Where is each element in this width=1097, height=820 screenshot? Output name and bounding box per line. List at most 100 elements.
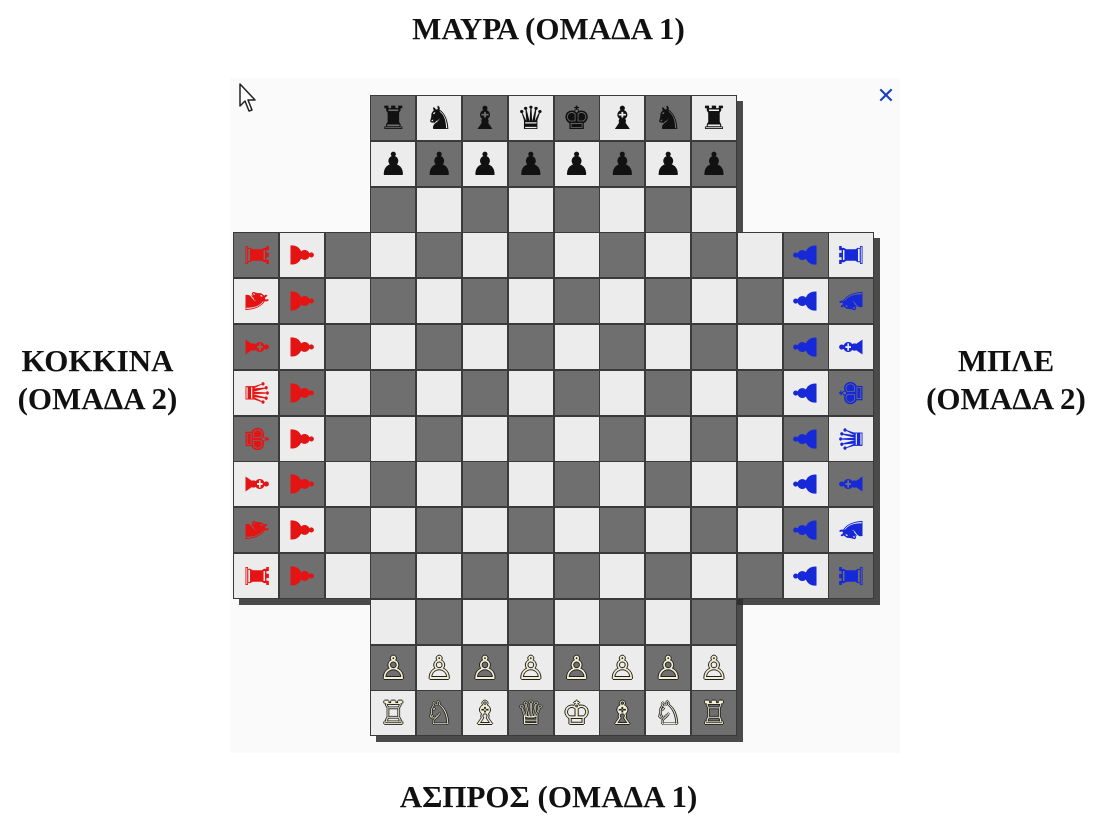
board-square[interactable] xyxy=(737,278,783,324)
board-square[interactable] xyxy=(325,416,371,462)
board-square[interactable] xyxy=(508,416,554,462)
board-square[interactable] xyxy=(416,416,462,462)
board-square[interactable] xyxy=(462,507,508,553)
blue-queen-piece[interactable]: ♛ xyxy=(835,424,867,453)
white-bishop-piece[interactable]: ♗ xyxy=(471,697,500,729)
board-square[interactable] xyxy=(416,507,462,553)
board-square[interactable]: ♚ xyxy=(233,416,279,462)
board-square[interactable] xyxy=(416,461,462,507)
blue-knight-piece[interactable]: ♞ xyxy=(835,516,867,545)
board-square[interactable] xyxy=(737,461,783,507)
white-pawn-piece[interactable]: ♙ xyxy=(608,652,637,684)
board-square[interactable]: ♟ xyxy=(783,461,829,507)
board-square[interactable] xyxy=(599,278,645,324)
board-square[interactable] xyxy=(554,553,600,599)
board-square[interactable]: ♚ xyxy=(554,95,600,141)
board-square[interactable] xyxy=(462,187,508,233)
board-square[interactable]: ♟ xyxy=(783,278,829,324)
black-bishop-piece[interactable]: ♝ xyxy=(608,102,637,134)
blue-pawn-piece[interactable]: ♟ xyxy=(790,241,822,270)
blue-bishop-piece[interactable]: ♝ xyxy=(835,333,867,362)
board-square[interactable] xyxy=(325,553,371,599)
white-pawn-piece[interactable]: ♙ xyxy=(471,652,500,684)
board-square[interactable] xyxy=(370,599,416,645)
red-pawn-piece[interactable]: ♟ xyxy=(286,470,318,499)
board-square[interactable] xyxy=(599,507,645,553)
board-square[interactable]: ♟ xyxy=(599,141,645,187)
board-square[interactable] xyxy=(370,187,416,233)
board-square[interactable]: ♗ xyxy=(462,690,508,736)
board-square[interactable] xyxy=(645,278,691,324)
board-square[interactable]: ♝ xyxy=(462,95,508,141)
black-pawn-piece[interactable]: ♟ xyxy=(608,148,637,180)
board-square[interactable] xyxy=(416,370,462,416)
board-square[interactable] xyxy=(508,370,554,416)
blue-pawn-piece[interactable]: ♟ xyxy=(790,333,822,362)
board-square[interactable] xyxy=(508,599,554,645)
board-square[interactable]: ♙ xyxy=(462,645,508,691)
board-square[interactable] xyxy=(599,599,645,645)
board-square[interactable] xyxy=(599,187,645,233)
white-pawn-piece[interactable]: ♙ xyxy=(425,652,454,684)
black-king-piece[interactable]: ♚ xyxy=(562,102,591,134)
board-square[interactable]: ♛ xyxy=(233,370,279,416)
red-pawn-piece[interactable]: ♟ xyxy=(286,424,318,453)
board-square[interactable]: ♝ xyxy=(599,95,645,141)
board-square[interactable]: ♚ xyxy=(828,370,874,416)
board-square[interactable] xyxy=(645,232,691,278)
board-square[interactable]: ♟ xyxy=(783,553,829,599)
black-pawn-piece[interactable]: ♟ xyxy=(471,148,500,180)
red-pawn-piece[interactable]: ♟ xyxy=(286,378,318,407)
white-pawn-piece[interactable]: ♙ xyxy=(654,652,683,684)
board-square[interactable]: ♞ xyxy=(645,95,691,141)
board-square[interactable] xyxy=(416,324,462,370)
board-square[interactable]: ♕ xyxy=(508,690,554,736)
board-square[interactable] xyxy=(645,370,691,416)
board-square[interactable] xyxy=(325,232,371,278)
black-pawn-piece[interactable]: ♟ xyxy=(562,148,591,180)
board-square[interactable]: ♝ xyxy=(233,461,279,507)
board-square[interactable] xyxy=(691,370,737,416)
black-bishop-piece[interactable]: ♝ xyxy=(471,102,500,134)
board-square[interactable] xyxy=(370,278,416,324)
board-square[interactable]: ♜ xyxy=(370,95,416,141)
red-bishop-piece[interactable]: ♝ xyxy=(240,333,272,362)
black-queen-piece[interactable]: ♛ xyxy=(516,102,545,134)
board-square[interactable] xyxy=(691,232,737,278)
board-square[interactable] xyxy=(645,553,691,599)
blue-knight-piece[interactable]: ♞ xyxy=(835,287,867,316)
board-square[interactable] xyxy=(370,507,416,553)
black-pawn-piece[interactable]: ♟ xyxy=(654,148,683,180)
board-square[interactable]: ♟ xyxy=(279,324,325,370)
board-square[interactable]: ♟ xyxy=(783,324,829,370)
board-square[interactable]: ♟ xyxy=(370,141,416,187)
blue-rook-piece[interactable]: ♜ xyxy=(835,562,867,591)
blue-pawn-piece[interactable]: ♟ xyxy=(790,516,822,545)
board-square[interactable]: ♝ xyxy=(233,324,279,370)
board-square[interactable] xyxy=(645,599,691,645)
board-square[interactable] xyxy=(554,507,600,553)
board-square[interactable] xyxy=(599,232,645,278)
board-square[interactable] xyxy=(599,370,645,416)
board-square[interactable] xyxy=(645,324,691,370)
board-square[interactable] xyxy=(325,507,371,553)
board-square[interactable] xyxy=(599,461,645,507)
board-square[interactable] xyxy=(691,187,737,233)
board-square[interactable] xyxy=(370,232,416,278)
board-square[interactable] xyxy=(370,370,416,416)
board-square[interactable] xyxy=(691,278,737,324)
board-square[interactable]: ♟ xyxy=(554,141,600,187)
board-square[interactable] xyxy=(416,599,462,645)
red-bishop-piece[interactable]: ♝ xyxy=(240,470,272,499)
red-knight-piece[interactable]: ♞ xyxy=(240,287,272,316)
board-square[interactable] xyxy=(508,553,554,599)
board-square[interactable]: ♟ xyxy=(783,507,829,553)
board-square[interactable] xyxy=(370,416,416,462)
red-knight-piece[interactable]: ♞ xyxy=(240,516,272,545)
board-square[interactable]: ♙ xyxy=(370,645,416,691)
board-square[interactable] xyxy=(737,553,783,599)
board-square[interactable] xyxy=(462,278,508,324)
board-square[interactable] xyxy=(370,461,416,507)
board-square[interactable] xyxy=(370,324,416,370)
board-square[interactable]: ♗ xyxy=(599,690,645,736)
